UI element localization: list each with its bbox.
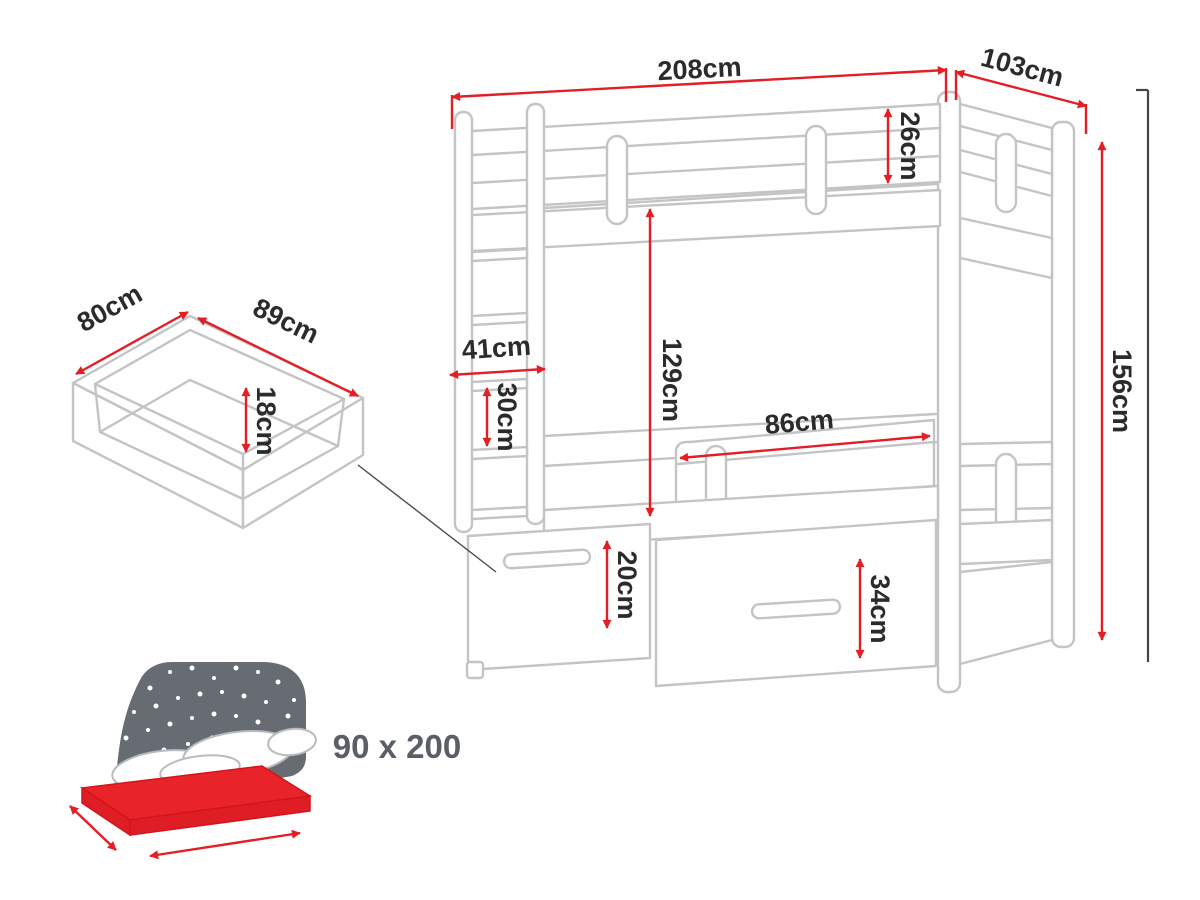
- guard-slat-1: [605, 134, 629, 226]
- ladder-left-rail: [453, 110, 474, 534]
- side-base-panel: [958, 560, 1054, 666]
- dim-shelf-width: [449, 365, 546, 379]
- shelf: [470, 445, 529, 461]
- dim-label-box-depth: 80cm: [72, 278, 147, 338]
- bunk-bed-drawing: [453, 90, 1076, 694]
- lower-back-rail-line: [542, 412, 938, 438]
- dim-label-drawer-large: 34cm: [865, 574, 895, 643]
- side-lower-bunk-base: [958, 518, 1054, 566]
- dim-label-bed-width: 208cm: [657, 52, 743, 86]
- guard-slat-2: [804, 124, 828, 216]
- side-top-bunk-base: [958, 216, 1054, 280]
- dim-label-box-width: 89cm: [248, 292, 323, 349]
- ladder-right-rail: [525, 102, 546, 526]
- dim-label-total-height: 156cm: [1107, 349, 1137, 433]
- dim-label-inner-height: 129cm: [657, 338, 687, 422]
- bed-right-side: [958, 102, 1076, 666]
- shelf: [470, 247, 529, 263]
- dim-label-shelf-width: 41cm: [461, 331, 532, 366]
- mattress-icon: [69, 662, 317, 860]
- dim-label-guard-rail: 26cm: [895, 111, 925, 180]
- mattress-size-label: 90 x 200: [333, 728, 461, 765]
- mattress-length-arrow: [149, 829, 301, 860]
- dim-bed-depth: [954, 69, 1088, 134]
- dim-bed-width: [450, 65, 948, 129]
- dimension-lines: [75, 65, 1107, 659]
- dim-safety-rail: [679, 432, 931, 462]
- connector-line: [357, 464, 497, 573]
- side-rail-slat: [994, 132, 1018, 214]
- dim-box-width: [197, 316, 359, 398]
- ladder-shelves: [453, 102, 546, 534]
- shelf: [470, 311, 529, 327]
- front-right-post: [936, 90, 962, 694]
- shelf: [470, 505, 529, 521]
- bed-foot: [465, 660, 485, 680]
- box-right-wall: [241, 396, 365, 530]
- mattress-width-arrow: [69, 805, 117, 851]
- dim-label-box-height: 18cm: [251, 386, 281, 455]
- dim-box-depth: [75, 310, 189, 376]
- dim-label-bed-depth: 103cm: [978, 42, 1067, 93]
- dim-label-shelf-gap: 30cm: [492, 382, 522, 451]
- drawer-left-handle: [502, 548, 592, 570]
- dim-label-drawer-small: 20cm: [612, 550, 642, 619]
- drawer-right-handle: [750, 598, 842, 620]
- back-right-post: [1050, 120, 1076, 649]
- storage-box-drawing: [71, 314, 365, 530]
- wall-line: [1136, 88, 1150, 662]
- side-rail-slat-lower: [994, 452, 1018, 532]
- dim-label-safety-rail: 86cm: [764, 404, 835, 440]
- top-bunk: [453, 102, 942, 254]
